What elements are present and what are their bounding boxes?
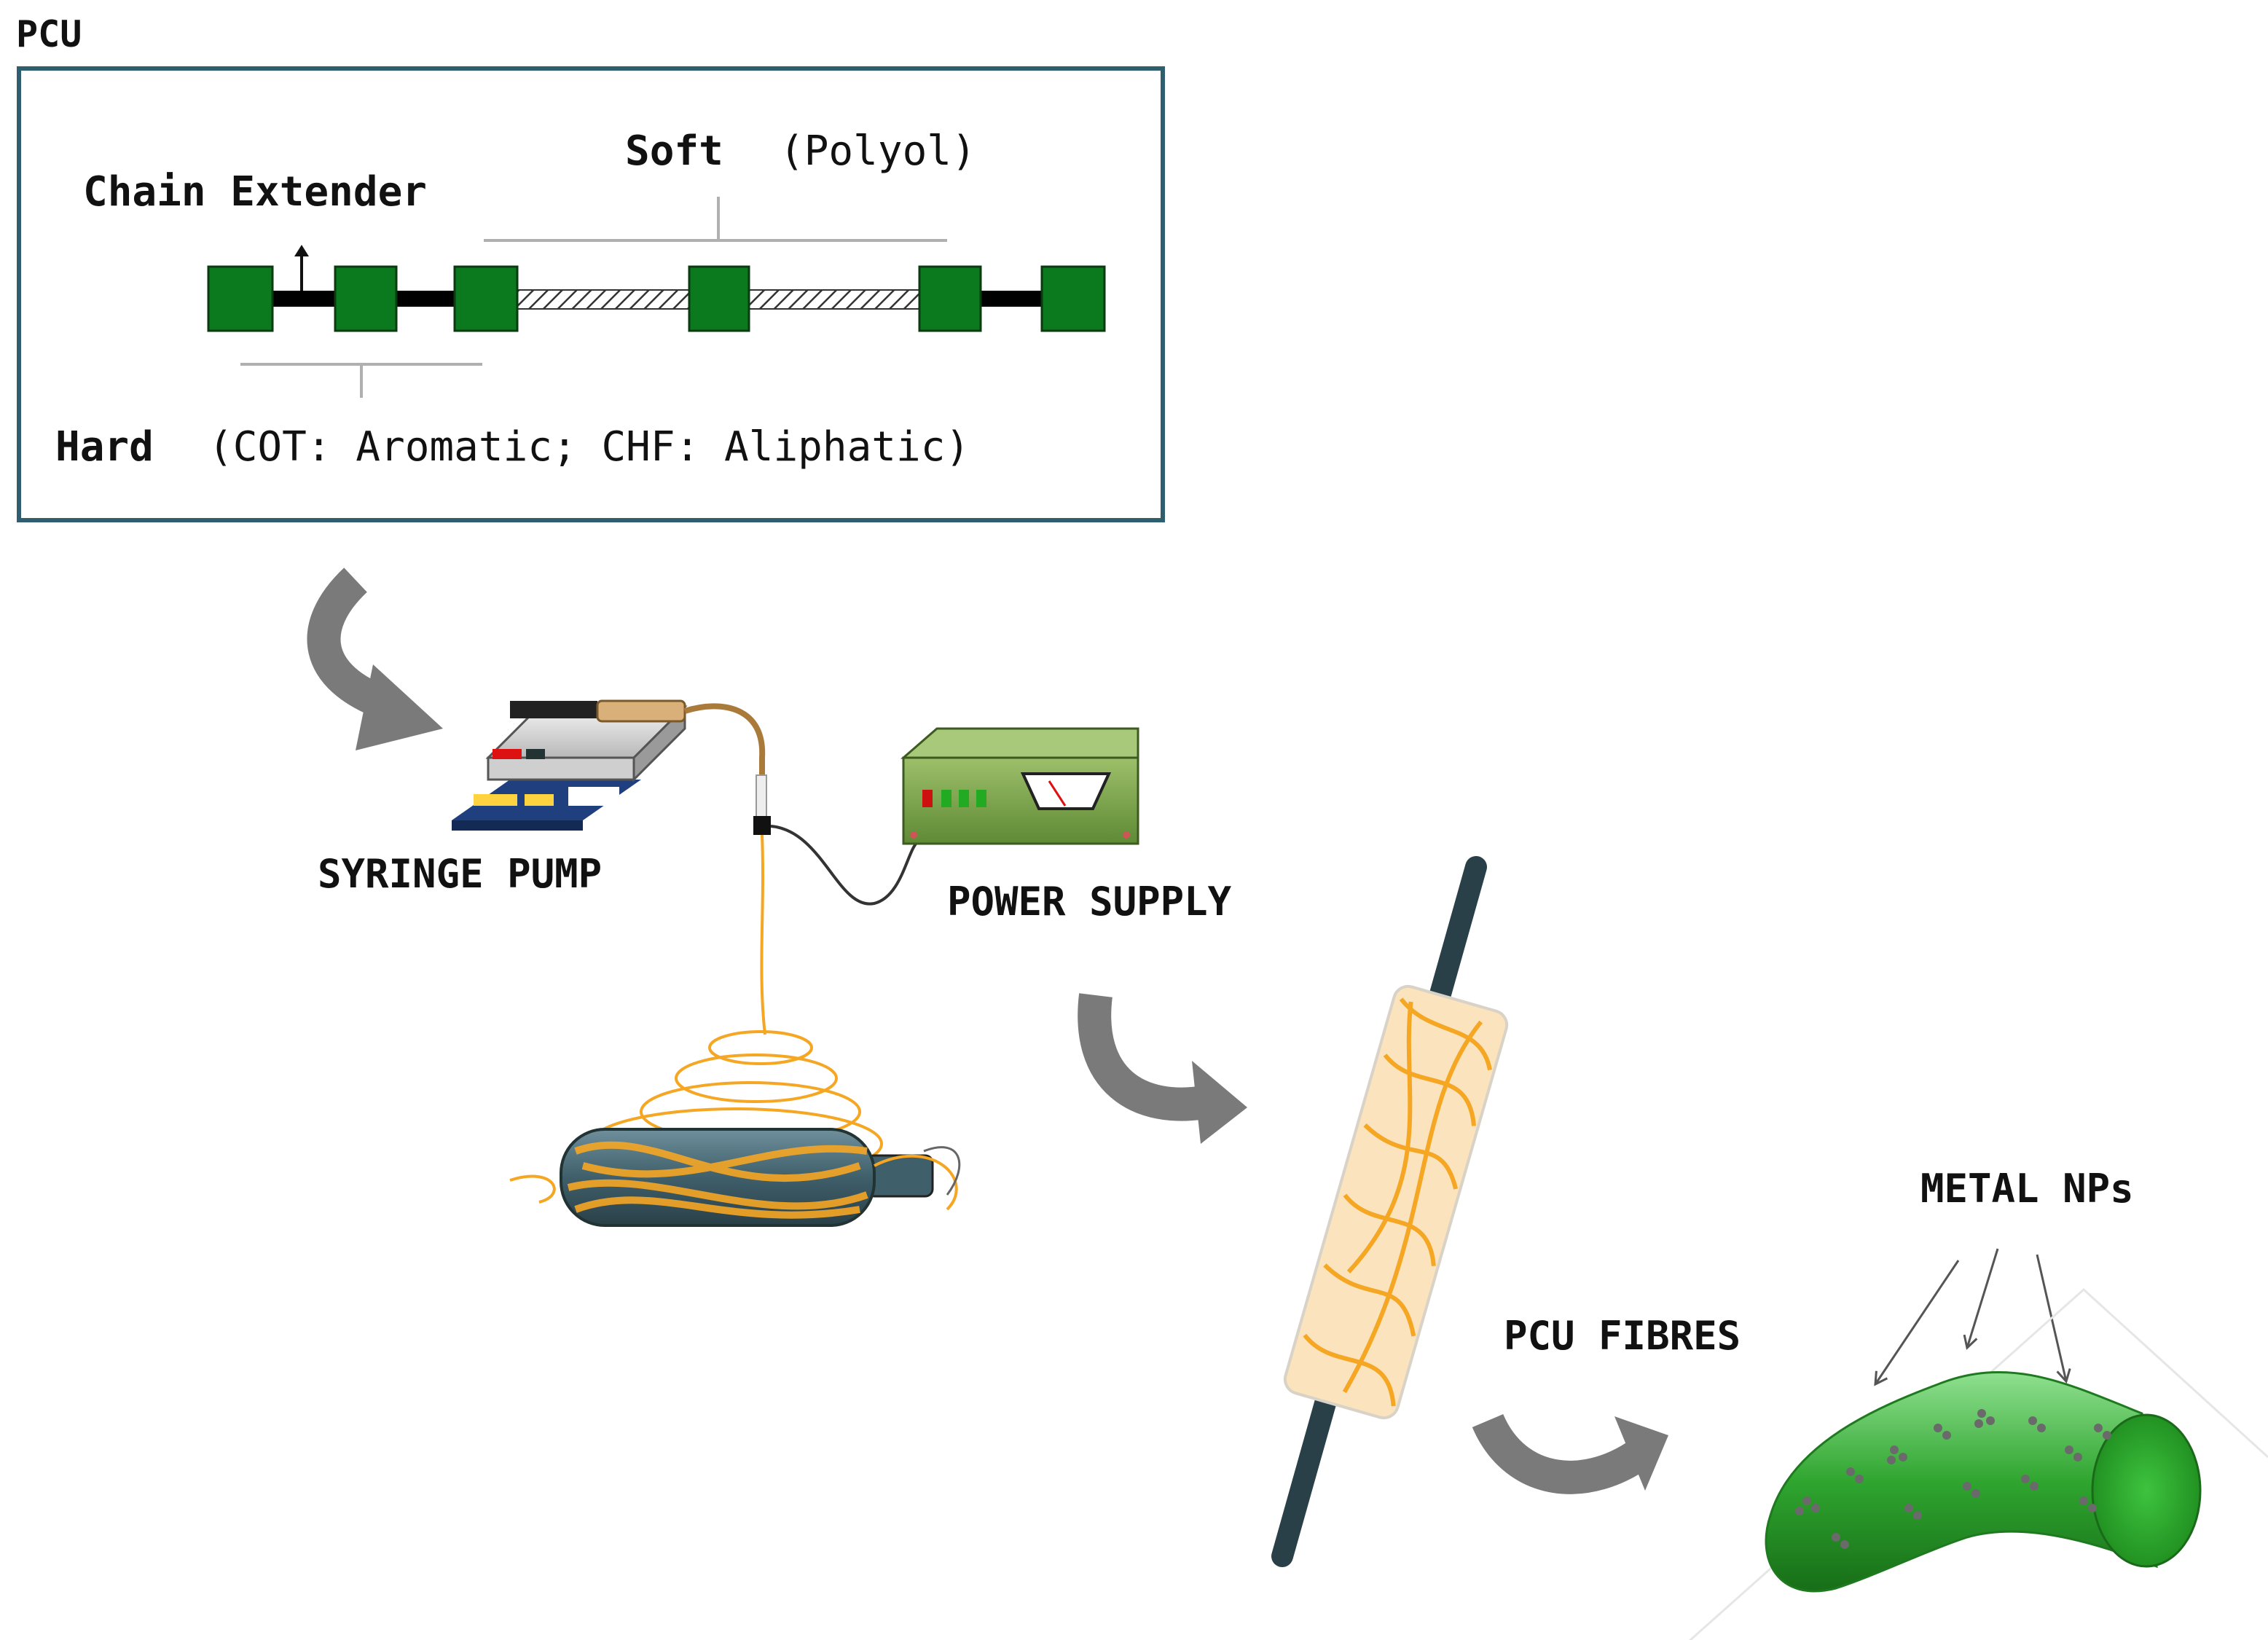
hard-segment-detail: (COT: Aromatic; CHF: Aliphatic) <box>208 423 970 471</box>
chain-extender-label: Chain Extender <box>83 168 427 216</box>
hard-block-4 <box>918 265 982 332</box>
hard-segment-label: Hard <box>55 423 154 471</box>
metal-np-arrow-2 <box>1963 1248 1999 1350</box>
metal-nps-label: METAL NPs <box>1920 1166 2134 1212</box>
process-arrow-2 <box>1078 993 1247 1144</box>
soft-segment-detail: (Polyol) <box>780 127 976 175</box>
soft-segment-hatch-1 <box>515 289 690 310</box>
process-arrow-3 <box>1472 1413 1668 1494</box>
process-arrow-1 <box>307 568 443 750</box>
nanoparticle-fibre-illustration <box>1688 1287 2268 1640</box>
soft-segment-label: Soft <box>625 127 723 175</box>
syringe-pump-label: SYRINGE PUMP <box>318 851 602 897</box>
chain-extender-pointer-head <box>294 245 309 256</box>
hard-block-5 <box>1040 265 1106 332</box>
polymer-structure-panel: Chain Extender Soft (Polyol) Hard (COT: … <box>17 66 1165 522</box>
power-supply-label: POWER SUPPLY <box>947 879 1232 925</box>
pcu-fibres-label: PCU FIBRES <box>1504 1313 1741 1359</box>
page-title: PCU <box>16 13 82 55</box>
hard-block-3 <box>453 265 519 332</box>
soft-block-center <box>688 265 750 332</box>
soft-segment-hatch-2 <box>747 289 922 310</box>
high-voltage-wire <box>770 825 921 906</box>
hard-block-2 <box>334 265 398 332</box>
metal-np-arrow-1 <box>1874 1260 1960 1386</box>
hard-block-1 <box>207 265 274 332</box>
electrospinning-collector <box>509 834 961 1227</box>
syringe-pump-illustration <box>452 699 771 835</box>
power-supply-illustration <box>900 727 1139 845</box>
fibre-coated-mandrel <box>1271 856 1509 1567</box>
